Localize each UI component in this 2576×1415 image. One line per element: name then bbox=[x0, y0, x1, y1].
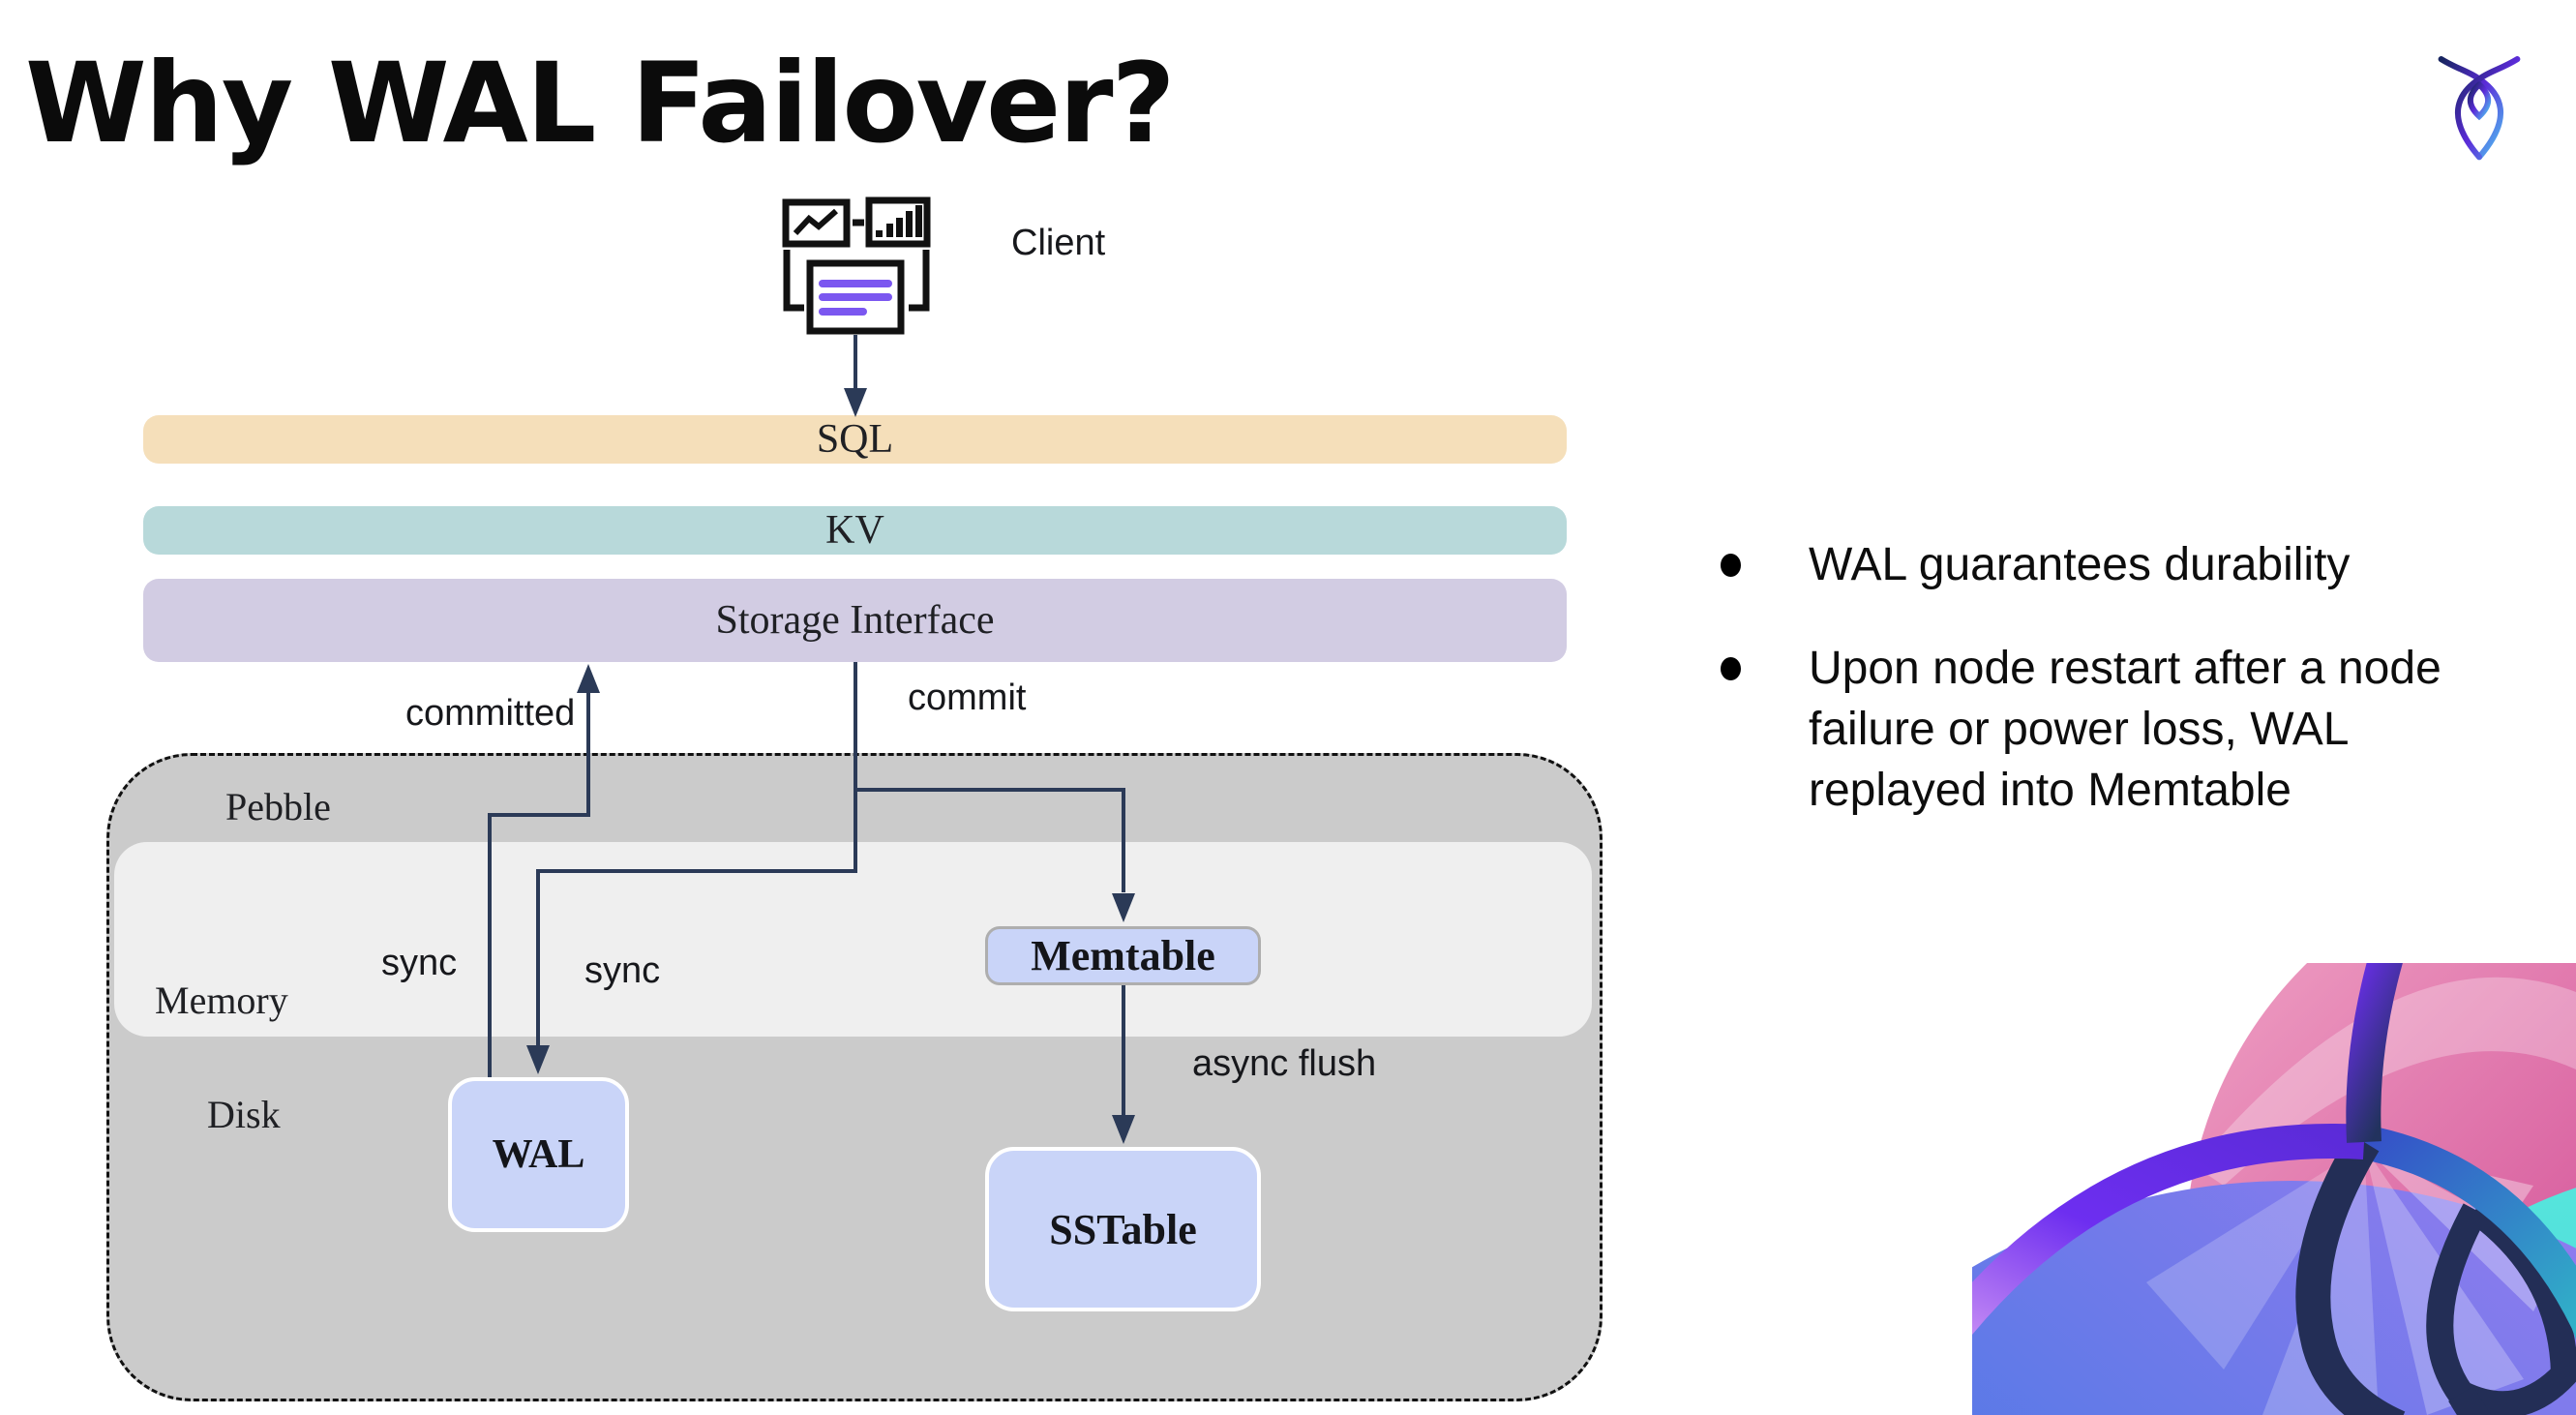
memtable-node-label: Memtable bbox=[1031, 932, 1215, 979]
page-title: Why WAL Failover? bbox=[25, 39, 1176, 167]
commit-edge-label: commit bbox=[908, 677, 1027, 718]
wal-node-label: WAL bbox=[492, 1132, 585, 1177]
sql-layer-label: SQL bbox=[816, 417, 894, 462]
pebble-label: Pebble bbox=[225, 785, 331, 828]
bullet-text: Upon node restart after a node failure o… bbox=[1809, 643, 2441, 816]
disk-label: Disk bbox=[207, 1093, 281, 1136]
brand-art bbox=[1972, 963, 2576, 1415]
memtable-node: Memtable bbox=[985, 926, 1261, 985]
list-item: Upon node restart after a node failure o… bbox=[1721, 638, 2495, 821]
bullet-text: WAL guarantees durability bbox=[1809, 539, 2351, 590]
committed-edge-label: committed bbox=[405, 693, 576, 734]
wal-node: WAL bbox=[448, 1077, 629, 1232]
client-icon bbox=[779, 194, 934, 339]
list-item: WAL guarantees durability bbox=[1721, 534, 2495, 595]
client-label: Client bbox=[1011, 223, 1106, 263]
bullet-dot-icon bbox=[1721, 657, 1741, 680]
bullet-list: WAL guarantees durability Upon node rest… bbox=[1721, 534, 2495, 863]
sync-ack-edge-label: sync bbox=[381, 943, 458, 983]
sync-write-edge-label: sync bbox=[584, 950, 661, 991]
storage-interface-bar: Storage Interface bbox=[143, 579, 1567, 662]
kv-layer-label: KV bbox=[825, 508, 884, 553]
memory-label: Memory bbox=[155, 978, 288, 1022]
storage-interface-label: Storage Interface bbox=[715, 598, 995, 643]
kv-layer-bar: KV bbox=[143, 506, 1567, 555]
bullet-dot-icon bbox=[1721, 554, 1741, 577]
cockroachdb-logo-icon bbox=[2432, 46, 2527, 161]
async-flush-edge-label: async flush bbox=[1192, 1043, 1377, 1084]
sstable-node-label: SSTable bbox=[1049, 1205, 1197, 1253]
sstable-node: SSTable bbox=[985, 1147, 1261, 1311]
memory-band bbox=[114, 842, 1592, 1037]
sql-layer-bar: SQL bbox=[143, 415, 1567, 464]
